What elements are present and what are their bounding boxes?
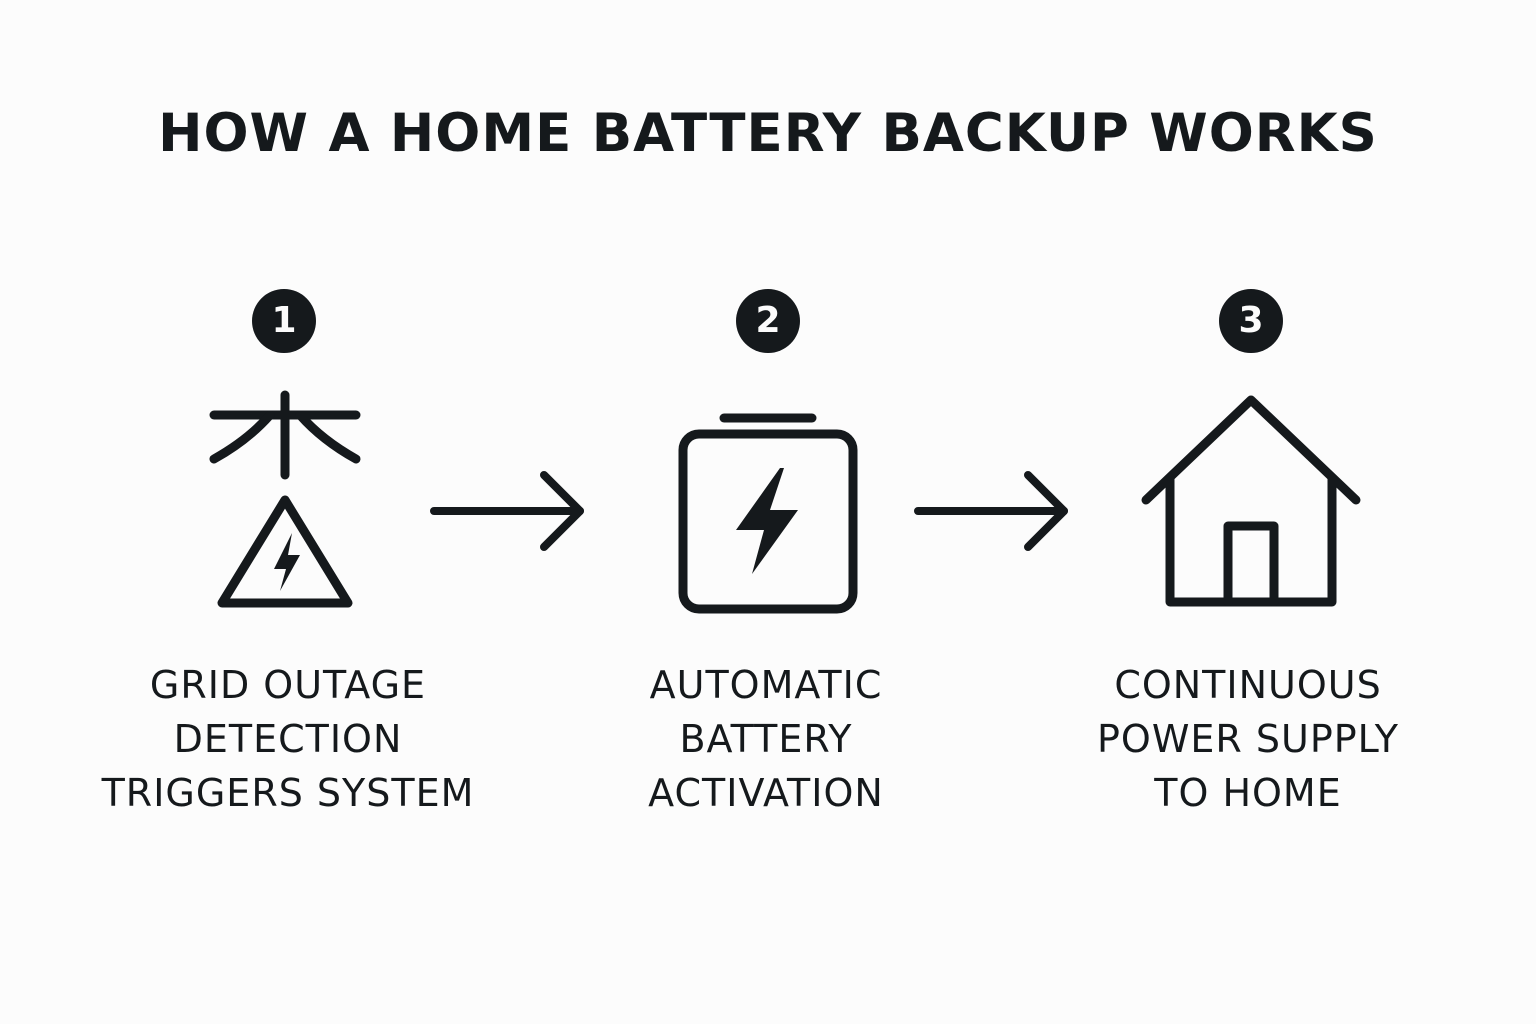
step-number-badge: 2 [736,289,800,353]
page-title: HOW A HOME BATTERY BACKUP WORKS [158,103,1378,164]
caption-line: AUTOMATIC [649,663,883,707]
caption-line: TO HOME [1154,771,1342,815]
caption-line: GRID OUTAGE [149,663,427,707]
caption-line: DETECTION [173,717,403,761]
power-tower-warning-icon [209,390,361,608]
battery-bolt-icon [678,413,858,614]
step-caption: CONTINUOUS POWER SUPPLY TO HOME [1028,658,1468,820]
caption-line: CONTINUOUS [1114,663,1382,707]
arrow-right-icon [914,471,1068,551]
caption-line: POWER SUPPLY [1097,717,1399,761]
caption-line: BATTERY [679,717,853,761]
arrow-right-icon [430,471,584,551]
caption-line: TRIGGERS SYSTEM [101,771,475,815]
house-icon [1141,395,1361,607]
step-caption: AUTOMATIC BATTERY ACTIVATION [546,658,986,820]
step-number-badge: 1 [252,289,316,353]
caption-line: ACTIVATION [648,771,884,815]
step-number-badge: 3 [1219,289,1283,353]
step-caption: GRID OUTAGE DETECTION TRIGGERS SYSTEM [68,658,508,820]
